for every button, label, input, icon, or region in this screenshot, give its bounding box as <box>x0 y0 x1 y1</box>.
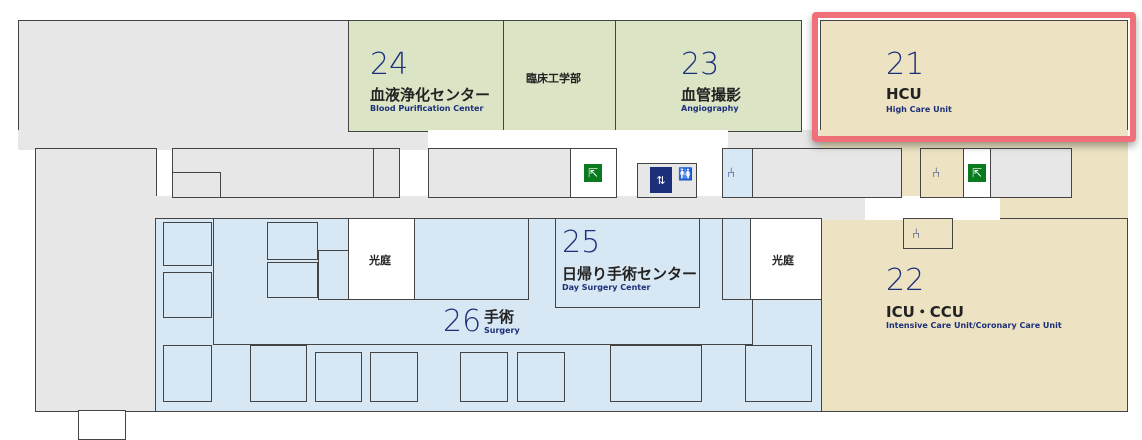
room-number: 26 <box>443 304 482 339</box>
room-25[interactable] <box>555 218 700 308</box>
room-number: 25 <box>562 225 601 260</box>
room-name: 血液浄化センター <box>370 86 491 104</box>
room-clinical-engineering[interactable] <box>503 20 617 132</box>
restroom-icon: 🚻 <box>678 167 693 181</box>
exit-area <box>570 148 617 198</box>
room-21[interactable] <box>820 20 1128 132</box>
courtyard-label: 光庭 <box>369 254 391 267</box>
corridor <box>428 130 728 150</box>
room-grey <box>752 148 902 198</box>
operating-room <box>610 345 702 402</box>
room-name: 日帰り手術センター <box>562 265 698 283</box>
room-unlabeled <box>18 20 350 132</box>
room-name: 手術 <box>484 308 515 326</box>
room-number: 22 <box>886 263 925 298</box>
operating-room <box>414 218 529 300</box>
room-name: ICU・CCU <box>886 303 964 321</box>
room-number: 24 <box>370 47 409 82</box>
lounge-room <box>920 148 965 198</box>
operating-room <box>163 345 212 402</box>
courtyard-label: 光庭 <box>772 254 794 267</box>
corridor-band-lower <box>155 196 867 220</box>
operating-room <box>460 352 508 402</box>
operating-room <box>722 218 752 300</box>
room-23[interactable] <box>615 20 802 132</box>
lounge-room <box>903 218 953 249</box>
elevator-icon: ⇅ <box>650 167 672 193</box>
corridor-right <box>865 196 1000 220</box>
room-grey <box>428 148 572 198</box>
operating-room <box>267 262 318 298</box>
courtyard-right <box>750 218 822 300</box>
lounge-icon: ⑃ <box>912 226 921 242</box>
room-english: Angiography <box>681 104 739 113</box>
room-number: 21 <box>886 47 925 82</box>
operating-room <box>163 272 212 318</box>
lounge-icon: ⑃ <box>727 165 736 181</box>
lounge-icon: ⑃ <box>932 165 941 181</box>
room-name: 臨床工学部 <box>526 72 581 85</box>
operating-room <box>267 222 318 260</box>
emergency-exit-icon: ⇱ <box>584 164 602 182</box>
highlight-box <box>812 12 1136 142</box>
room-english: High Care Unit <box>886 105 952 114</box>
emergency-exit-icon: ⇱ <box>968 164 986 182</box>
room-name: 血管撮影 <box>681 86 742 104</box>
room-english: Day Surgery Center <box>562 283 651 292</box>
operating-room <box>250 345 307 402</box>
operating-room <box>163 222 212 266</box>
room-grey-small <box>172 172 221 198</box>
operating-room <box>745 345 812 402</box>
operating-room <box>318 250 350 300</box>
room-grey <box>990 148 1072 198</box>
room-left-column <box>35 148 157 412</box>
room-name: HCU <box>886 85 922 103</box>
room-grey-small <box>373 148 400 198</box>
lounge-room <box>722 148 754 198</box>
room-english: Surgery <box>484 326 520 335</box>
room-english: Blood Purification Center <box>370 104 484 113</box>
room-22[interactable] <box>820 218 1128 412</box>
operating-room <box>315 352 362 402</box>
room-english: Intensive Care Unit/Coronary Care Unit <box>886 321 1062 330</box>
courtyard-left <box>348 218 416 300</box>
room-number: 23 <box>681 47 720 82</box>
operating-room <box>370 352 418 402</box>
operating-room <box>517 352 565 402</box>
